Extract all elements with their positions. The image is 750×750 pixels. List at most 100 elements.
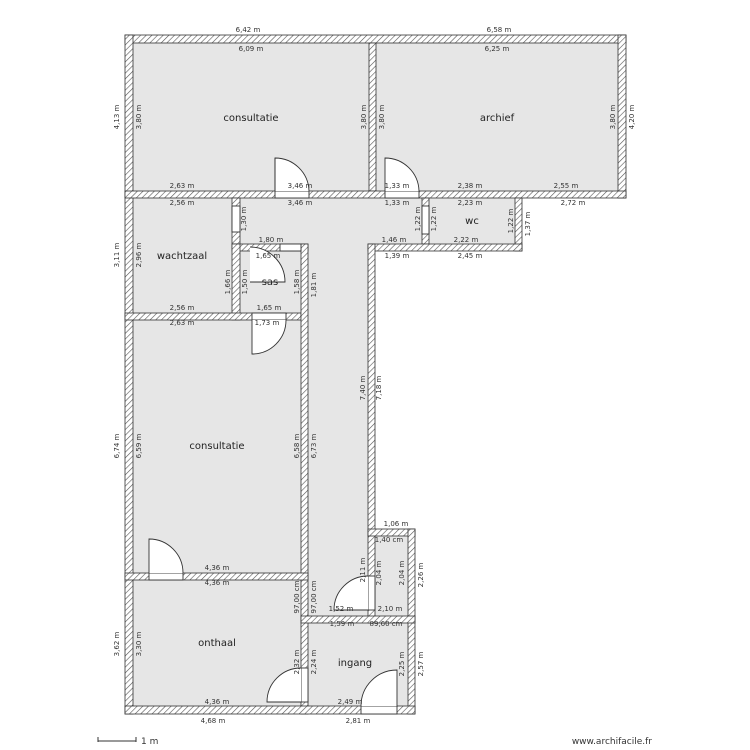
dim-sas-left-a: 1,66 m — [224, 270, 232, 295]
door-swing-onthaal — [266, 667, 302, 703]
door-gap-ingang — [360, 705, 398, 715]
dim-small-bottom: 2,10 m — [378, 605, 403, 613]
dim-small-bottom-cm: 89,60 cm — [370, 620, 403, 628]
door-gap-small-room — [367, 575, 376, 611]
dim-hall-top: 3,46 m — [288, 199, 313, 207]
dim-hall-139: 1,39 m — [385, 252, 410, 260]
scale-bar-label: 1 m — [141, 737, 158, 747]
door-swing-consult-bottom — [148, 538, 184, 574]
dim-wall-130: 1,30 m — [240, 207, 248, 232]
dim-left-inner-consult: 3,80 m — [135, 105, 143, 130]
dim-ing-top-inner: 1,40 cm — [375, 536, 404, 544]
dim-onthaal-left-inner: 3,30 m — [135, 632, 143, 657]
doors — [148, 157, 430, 715]
door-gap-sas — [279, 243, 302, 252]
dim-onthaal-bottom-inner: 4,36 m — [205, 698, 230, 706]
door-swing-archief — [384, 157, 420, 192]
floor-archief — [376, 43, 618, 191]
dim-onthaal-right-a: 2,32 m — [293, 650, 301, 675]
dim-cm-bottom: 4,36 m — [205, 564, 230, 572]
floor-hall — [240, 198, 426, 244]
wall-consult-archief — [368, 42, 377, 192]
door-gap-wc — [421, 205, 430, 235]
door-swing-small-room — [333, 575, 369, 611]
dim-sas-bottom-inner: 1,65 m — [257, 304, 282, 312]
wall-top — [124, 34, 627, 44]
wall-corridor-right — [367, 243, 376, 624]
dim-onthaal-bottom-outer: 4,68 m — [201, 717, 226, 725]
door-swing-ingang — [360, 669, 398, 707]
dim-cm-right-inner: 6,58 m — [293, 434, 301, 459]
door-swing-consult-top — [274, 157, 310, 192]
watermark: www.archifacile.fr — [572, 737, 652, 747]
dim-top-inner-left: 6,09 m — [239, 45, 264, 53]
dim-archief-bottom-b: 2,38 m — [458, 182, 483, 190]
room-onthaal: onthaal — [198, 638, 236, 649]
dim-ingang-right-b: 2,57 m — [417, 652, 425, 677]
dim-archief-bottom-a: 1,33 m — [385, 182, 410, 190]
wall-right-archief — [617, 34, 627, 199]
floor-wc — [429, 198, 515, 244]
room-wc: wc — [465, 216, 479, 227]
dim-consult-bottom-b: 3,46 m — [288, 182, 313, 190]
dim-corridor-right-b: 7,18 m — [375, 376, 383, 401]
wall-corridor-left — [300, 243, 309, 715]
dim-small-right-a: 2,04 m — [398, 561, 406, 586]
floor-corridor — [308, 244, 368, 616]
dim-wc-right-a: 1,22 m — [507, 209, 515, 234]
dimension-labels-vertical: 4,13 m 3,80 m 3,80 m 3,80 m 3,80 m 4,20 … — [113, 105, 636, 677]
dim-hall-159: 1,59 m — [330, 620, 355, 628]
dim-small-left-b: 2,04 m — [375, 561, 383, 586]
dim-small-left-a: 2,11 m — [359, 558, 367, 583]
dim-wc-right-b: 1,37 m — [524, 212, 532, 237]
walls — [124, 34, 627, 715]
dim-wall-97-b: 97,00 cm — [310, 580, 318, 613]
dim-hall-152: 1,52 m — [329, 605, 354, 613]
dim-archief-left-inner: 3,80 m — [378, 105, 386, 130]
dim-consult-bottom-a: 2,63 m — [170, 182, 195, 190]
wall-cm-bottom — [124, 572, 309, 581]
dim-sas-right-a: 1,58 m — [293, 270, 301, 295]
door-gap-consult-top — [274, 190, 310, 199]
room-consultatie-mid: consultatie — [189, 441, 244, 452]
dim-sas-right-b: 1,81 m — [310, 273, 318, 298]
dim-right-outer-archief: 4,20 m — [628, 105, 636, 130]
dim-wc-left-b: 1,22 m — [430, 207, 438, 232]
floor-small-room — [375, 536, 408, 616]
dim-wc-left-a: 1,22 m — [414, 207, 422, 232]
room-labels: consultatie archief wachtzaal sas wc con… — [157, 113, 515, 669]
door-gap-archief — [384, 190, 420, 199]
wall-left — [124, 34, 134, 715]
dim-cm-top-b: 1,73 m — [255, 319, 280, 327]
door-swing-consult-mid — [251, 319, 287, 355]
room-ingang: ingang — [338, 658, 372, 669]
dim-hall-146: 1,46 m — [382, 236, 407, 244]
door-gap-wachtzaal — [231, 205, 241, 233]
wall-sas-left — [231, 243, 241, 321]
dim-archief-bottom-c: 2,55 m — [554, 182, 579, 190]
dim-cm-top-a: 2,63 m — [170, 319, 195, 327]
dim-cm-left-inner: 6,59 m — [135, 434, 143, 459]
dimension-labels-horizontal: 6,42 m 6,09 m 6,58 m 6,25 m 2,63 m 3,46 … — [170, 26, 586, 725]
scale-bar: 1 m — [97, 737, 158, 747]
dim-ingang-right-a: 2,25 m — [398, 652, 406, 677]
wall-hall-bottom — [367, 243, 523, 252]
dim-sas-top-outer: 1,80 m — [259, 236, 284, 244]
floor-wachtzaal — [133, 198, 232, 313]
dim-sas-left-b: 1,50 m — [241, 270, 249, 295]
dim-ingang-bottom-outer: 2,81 m — [346, 717, 371, 725]
dim-top-inner-right: 6,25 m — [485, 45, 510, 53]
room-wachtzaal: wachtzaal — [157, 251, 207, 262]
wall-ingang-top — [300, 615, 416, 624]
dim-ing-top-outer: 1,06 m — [384, 520, 409, 528]
dim-wacht-top: 2,56 m — [170, 199, 195, 207]
door-swing-sas — [249, 246, 286, 283]
wall-bottom — [124, 705, 416, 715]
dim-onthaal-right-b: 2,24 m — [310, 650, 318, 675]
dim-wacht-left-outer: 3,11 m — [113, 243, 121, 268]
dim-onthaal-top: 4,36 m — [205, 579, 230, 587]
dim-sas-top-inner: 1,65 m — [256, 252, 281, 260]
room-archief: archief — [480, 113, 515, 124]
dim-wc-bottom-inner: 2,22 m — [454, 236, 479, 244]
